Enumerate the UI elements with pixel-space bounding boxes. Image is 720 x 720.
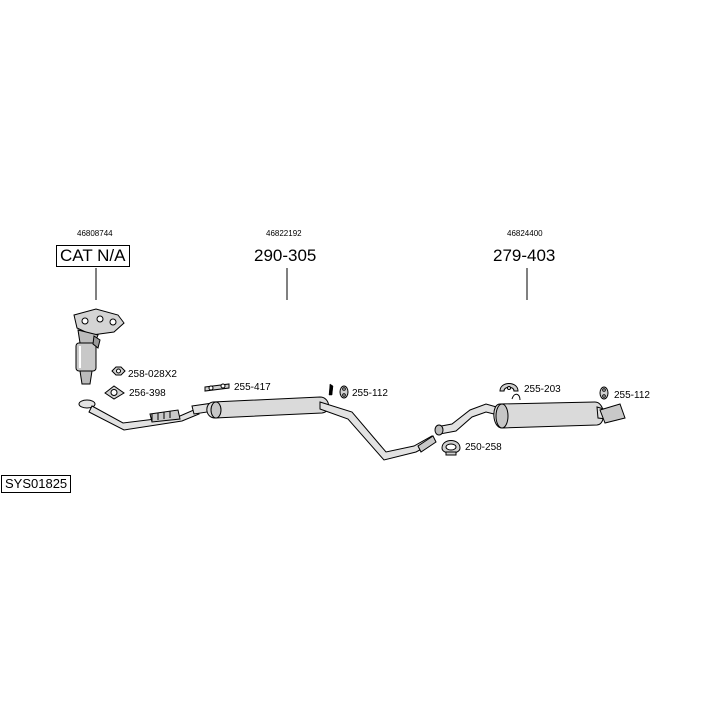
rear-silencer-drawing <box>434 393 626 436</box>
accessory-label: 255-203 <box>524 384 561 395</box>
front-pipe-drawing <box>78 399 200 431</box>
oe-number: 46808744 <box>77 229 113 238</box>
accessory-label: 255-112 <box>614 390 650 401</box>
rubber-mount-icon <box>339 385 349 399</box>
accessory-label: 258-028X2 <box>128 369 177 380</box>
nut-icon <box>111 366 126 376</box>
accessory-label: 250-258 <box>465 442 502 453</box>
accessory-label: 255-417 <box>234 382 271 393</box>
system-code-label: SYS01825 <box>1 475 72 494</box>
part-number-label: 290-305 <box>254 246 317 265</box>
rubber-mount-icon <box>599 386 609 400</box>
clamp-icon <box>441 440 461 456</box>
oe-number: 46822192 <box>266 229 302 238</box>
part-number-label: CAT N/A <box>56 245 130 267</box>
catalytic-converter-drawing <box>73 308 125 385</box>
gasket-icon <box>104 385 125 400</box>
rubber-hanger-icon <box>499 383 519 392</box>
part-number-label: 279-403 <box>493 246 556 265</box>
hanger-bracket-icon <box>204 383 230 392</box>
middle-silencer-drawing <box>191 383 437 461</box>
oe-number: 46824400 <box>507 229 543 238</box>
accessory-label: 256-398 <box>129 388 166 399</box>
accessory-label: 255-112 <box>352 388 388 399</box>
